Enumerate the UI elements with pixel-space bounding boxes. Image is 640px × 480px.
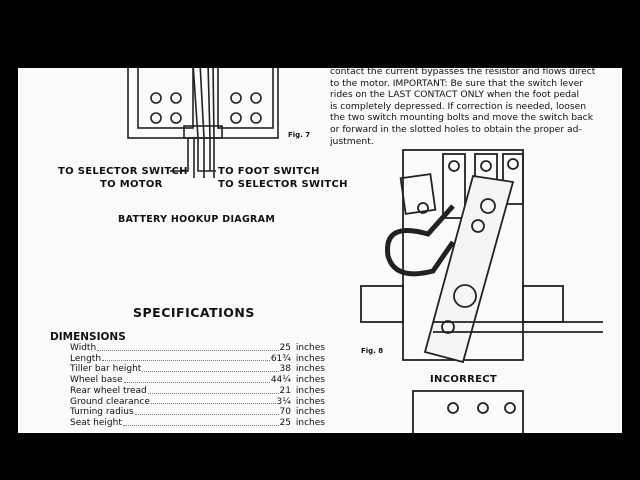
dimension-row: Seat height 25 inches: [70, 418, 325, 429]
specifications-title: SPECIFICATIONS: [133, 305, 255, 320]
dimension-row: Rear wheel tread 21 inches: [70, 386, 325, 397]
dimension-unit: inches: [295, 364, 325, 375]
dimension-unit: inches: [295, 417, 325, 428]
label-to-motor: TO MOTOR: [100, 179, 163, 190]
fig8-caption: INCORRECT: [430, 374, 498, 385]
dimension-row: Turning radius 70 inches: [70, 407, 325, 418]
dimension-name: Ground clearance: [70, 396, 150, 407]
dimension-unit: inches: [295, 353, 325, 364]
dimension-value: 3¼: [276, 396, 291, 407]
dot-leader: [142, 364, 279, 373]
dot-leader: [150, 397, 276, 405]
dimension-name: Seat height: [70, 417, 122, 428]
paragraph-line: or forward in the slotted holes to obtai…: [330, 123, 582, 135]
dimension-name: Width: [70, 343, 97, 353]
dimension-value: 21: [279, 385, 291, 396]
dimension-unit: inches: [295, 375, 325, 386]
dimension-name: Rear wheel tread: [70, 385, 147, 396]
dimension-unit: inches: [295, 396, 325, 407]
paragraph-line: contact the current bypasses the resisto…: [330, 68, 596, 77]
instruction-paragraph: contact the current bypasses the resisto…: [330, 68, 620, 147]
dimension-unit: inches: [295, 407, 325, 418]
dimension-name: Wheel base: [70, 375, 123, 386]
label-to-selector-switch-right: TO SELECTOR SWITCH: [218, 179, 348, 190]
dot-leader: [122, 418, 279, 426]
dimension-value: 61¾: [270, 353, 291, 364]
dimension-value: 44¼: [270, 375, 291, 386]
battery-hookup-diagram: [127, 68, 279, 178]
dot-leader: [147, 386, 279, 394]
dimension-row: Length 61¾ inches: [70, 354, 325, 365]
dimension-row: Ground clearance 3¼ inches: [70, 397, 325, 408]
fig8-label: Fig. 8: [361, 347, 384, 355]
dimension-value: 38: [279, 364, 291, 375]
paragraph-line: justment.: [330, 135, 374, 147]
dimension-unit: inches: [295, 385, 325, 396]
paragraph-line: rides on the LAST CONTACT ONLY when the …: [330, 89, 580, 101]
dimension-name: Tiller bar height: [70, 364, 142, 375]
label-to-foot-switch: TO FOOT SWITCH: [218, 166, 320, 177]
dimensions-title: DIMENSIONS: [50, 331, 126, 343]
diagram-caption: BATTERY HOOKUP DIAGRAM: [118, 214, 276, 225]
manual-page: Fig. 7 TO SELECTOR SWITCH TO MOTOR TO FO…: [18, 68, 622, 433]
dimension-name: Length: [70, 353, 102, 364]
paragraph-line: to the motor. IMPORTANT: Be sure that th…: [330, 77, 584, 89]
dimension-row: Wheel base 44¼ inches: [70, 375, 325, 386]
fig7-label: Fig. 7: [288, 131, 311, 139]
dimension-row: Width 25 inches: [70, 343, 325, 354]
dot-leader: [102, 354, 270, 362]
dimension-row: Tiller bar height 38 inches: [70, 364, 325, 375]
dimension-value: 25: [279, 343, 291, 353]
dot-leader: [97, 343, 279, 351]
dimension-unit: inches: [295, 343, 325, 353]
dimension-value: 25: [279, 417, 291, 428]
paragraph-line: the two switch mounting bolts and move t…: [330, 112, 594, 124]
dot-leader: [123, 375, 270, 383]
switch-diagram-incorrect: [360, 149, 603, 433]
dot-leader: [134, 407, 279, 415]
dimension-value: 70: [279, 407, 291, 418]
paragraph-line: is completely depressed. If correction i…: [330, 100, 587, 112]
label-to-selector-switch-left: TO SELECTOR SWITCH: [58, 166, 188, 177]
dimension-name: Turning radius: [70, 407, 134, 418]
